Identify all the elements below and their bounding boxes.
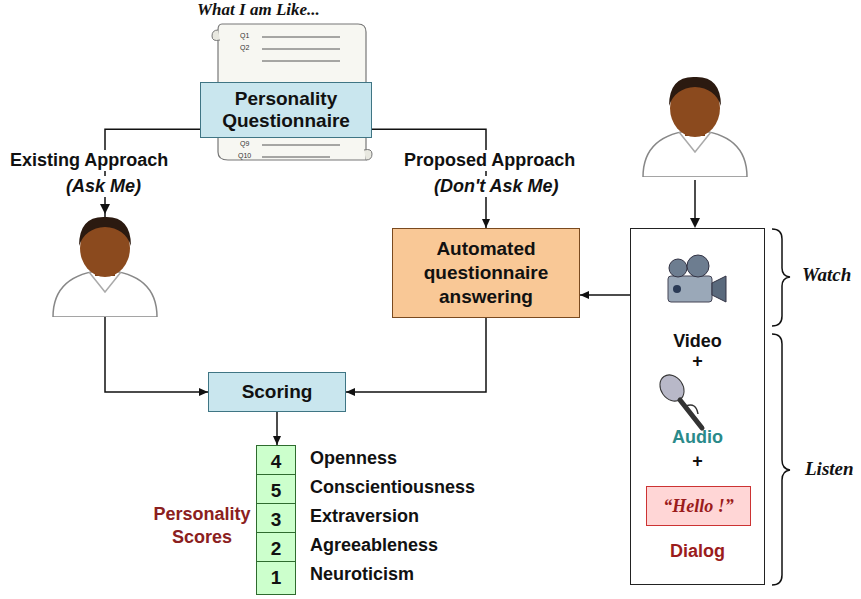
text-label: Personality Scores: [150, 503, 254, 548]
text-label: (Don't Ask Me): [432, 176, 561, 197]
question-number: Q1: [240, 32, 249, 39]
node-text: Dialog: [631, 541, 764, 562]
text-label: Extraversion: [308, 506, 421, 527]
brace: [772, 229, 790, 326]
text-label: (Ask Me): [64, 176, 143, 197]
text-label: Openness: [308, 448, 399, 469]
node-text: 3: [271, 509, 282, 531]
input-panel: Video+Audio+Dialog“Hello !”: [630, 228, 765, 585]
text-label: Conscientiousness: [308, 477, 477, 498]
node-text: Automated questionnaire answering: [401, 237, 571, 308]
node-text: Personality Questionnaire: [207, 88, 365, 132]
connector-arrow: [580, 294, 630, 296]
node-text: +: [631, 451, 764, 472]
dialog-box: “Hello !”: [646, 486, 751, 526]
node-text: 4: [271, 451, 282, 473]
node-text: Scoring: [242, 381, 313, 403]
score-cell: 1: [256, 561, 296, 595]
node-text: +: [631, 351, 764, 372]
connector-arrow: [276, 412, 278, 445]
arrowhead: [100, 204, 110, 214]
person-icon: [53, 217, 157, 317]
text-label: Agreeableness: [308, 535, 440, 556]
connector-arrow: [346, 318, 486, 392]
question-number: Q10: [238, 152, 251, 159]
question-number: Q9: [240, 140, 249, 147]
process-box: Automated questionnaire answering: [392, 228, 580, 318]
node-text: Audio: [631, 427, 764, 448]
video-camera-icon: [668, 255, 726, 302]
text-label: Existing Approach: [8, 150, 170, 171]
node-text: 1: [271, 567, 282, 589]
scoring-box: Scoring: [208, 372, 346, 412]
question-number: Q2: [240, 44, 249, 51]
brace: [772, 334, 790, 585]
microphone-icon: [655, 370, 702, 428]
node-text: “Hello !”: [663, 496, 734, 517]
node-text: 5: [271, 480, 282, 502]
text-label: Neuroticism: [308, 564, 416, 585]
questionnaire-box: Personality Questionnaire: [200, 82, 372, 138]
person-icon: [643, 77, 747, 177]
text-label: Proposed Approach: [402, 150, 577, 171]
text-label: What I am Like...: [195, 0, 322, 20]
text-label: Listen: [803, 458, 856, 480]
node-text: Video: [631, 331, 764, 352]
text-label: Watch: [800, 264, 853, 286]
node-text: 2: [271, 538, 282, 560]
arrow: [690, 180, 700, 228]
